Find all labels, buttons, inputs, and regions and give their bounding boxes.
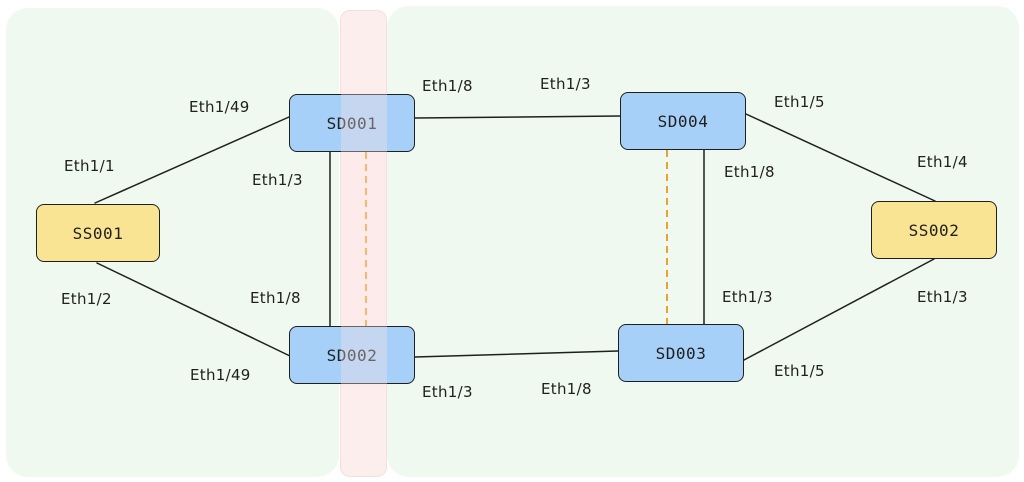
node-label: SD003 — [655, 343, 707, 363]
link-sd002-sd003 — [414, 350, 619, 358]
switch-sd003[interactable]: SD003 — [618, 324, 744, 382]
port-label: Eth1/4 — [917, 153, 968, 171]
port-label: Eth1/3 — [917, 288, 968, 306]
port-label: Eth1/8 — [422, 77, 473, 95]
node-label: SS001 — [72, 223, 124, 243]
switch-sd002[interactable]: SD002 — [289, 326, 415, 384]
port-label: Eth1/1 — [64, 157, 115, 175]
switch-sd004[interactable]: SD004 — [620, 92, 746, 150]
port-label: Eth1/8 — [541, 380, 592, 398]
switch-ss002[interactable]: SS002 — [871, 201, 997, 259]
link-sd003-ss002 — [743, 258, 935, 361]
port-label: Eth1/2 — [61, 290, 112, 308]
node-label: SD004 — [657, 111, 709, 131]
link-sd001-sd004 — [414, 115, 621, 119]
port-label: Eth1/3 — [540, 75, 591, 93]
port-label: Eth1/49 — [189, 98, 250, 116]
switch-sd001[interactable]: SD001 — [289, 94, 415, 152]
port-label: Eth1/3 — [252, 171, 303, 189]
node-label: SD001 — [326, 113, 378, 133]
port-label: Eth1/49 — [190, 366, 251, 384]
boundary-zone — [340, 10, 387, 477]
port-label: Eth1/5 — [774, 93, 825, 111]
node-label: SD002 — [326, 345, 378, 365]
port-label: Eth1/8 — [724, 163, 775, 181]
port-label: Eth1/3 — [722, 288, 773, 306]
port-label: Eth1/3 — [422, 383, 473, 401]
port-label: Eth1/5 — [774, 362, 825, 380]
link-sd004-ss002 — [745, 113, 936, 202]
node-label: SS002 — [908, 220, 960, 240]
link-ss001-sd002 — [96, 262, 291, 357]
link-ss001-sd001 — [94, 116, 290, 204]
port-label: Eth1/8 — [250, 289, 301, 307]
switch-ss001[interactable]: SS001 — [36, 204, 160, 262]
